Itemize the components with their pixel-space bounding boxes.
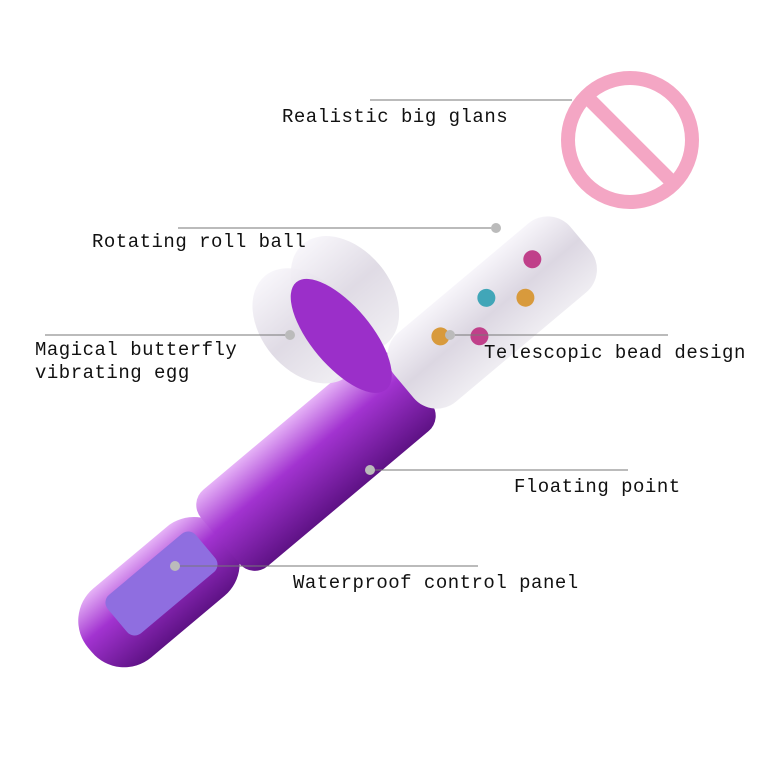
butterfly bbox=[252, 236, 400, 393]
label-floating-point: Floating point bbox=[514, 476, 681, 498]
bead-section bbox=[387, 216, 597, 409]
shaft bbox=[196, 349, 436, 571]
label-control-panel: Waterproof control panel bbox=[293, 572, 579, 594]
label-rotating-roll-ball: Rotating roll ball bbox=[92, 231, 307, 253]
prohibition-icon bbox=[561, 71, 699, 209]
callout-lines bbox=[45, 99, 668, 567]
label-realistic-glans: Realistic big glans bbox=[282, 106, 509, 128]
control-panel bbox=[105, 531, 218, 636]
label-butterfly-2: vibrating egg bbox=[35, 362, 190, 384]
label-telescopic-bead: Telescopic bead design bbox=[484, 342, 746, 364]
label-butterfly-1: Magical butterfly bbox=[35, 339, 238, 361]
